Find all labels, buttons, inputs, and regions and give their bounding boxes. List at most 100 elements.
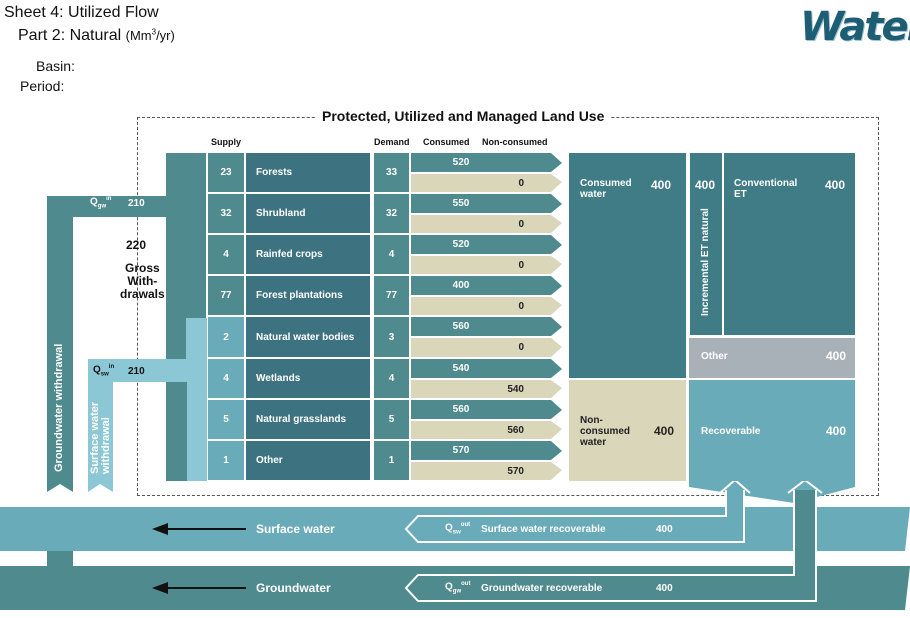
supply-cell: 4: [208, 359, 244, 398]
demand-cell: 77: [374, 276, 409, 315]
consumed-water-box: Consumed water 400: [569, 153, 686, 378]
supply-cell: 32: [208, 194, 244, 233]
consumed-arrow: [411, 359, 562, 398]
conventional-et-label: Conventional ET: [734, 178, 797, 200]
supply-cell: 2: [208, 317, 244, 357]
supply-cell: 1: [208, 441, 244, 480]
qgw-in-value: 210: [128, 198, 145, 209]
qgw-in-sub: gw: [97, 203, 107, 210]
sheet-title: Sheet 4: Utilized Flow: [4, 4, 159, 21]
supply-cell: 23: [208, 153, 244, 192]
recoverable-label: Recoverable: [701, 426, 761, 437]
demand-cell: 4: [374, 359, 409, 398]
supply-cell: 4: [208, 235, 244, 274]
supply-cell: 5: [208, 400, 244, 439]
incremental-et-box: 400 Incremental ET natural: [690, 153, 722, 335]
qsw-out-sup: out: [460, 522, 471, 528]
non-consumed-value: 560: [507, 425, 524, 436]
land-use-category: Other: [246, 441, 370, 480]
conventional-et-value: 400: [825, 178, 846, 192]
unit-label: (Mm3/yr): [126, 28, 175, 43]
gw-recoverable-label: Groundwater recoverable: [481, 583, 603, 594]
consumed-value: 520: [452, 157, 470, 168]
demand-cell: 5: [374, 400, 409, 439]
groundwater-withdrawal-label: Groundwater withdrawal: [53, 343, 65, 472]
land-use-category: Forests: [246, 153, 370, 192]
gross-label-line3: drawals: [120, 287, 165, 301]
unit-sup: 3: [151, 27, 157, 37]
sw-recoverable-label: Surface water recoverable: [481, 524, 606, 535]
col-supply: Supply: [211, 137, 242, 147]
non-consumed-line3: water: [580, 437, 607, 448]
surface-water-label: Surface water: [256, 522, 335, 536]
consumed-water-line2: water: [580, 189, 607, 200]
qsw-out-sub: sw: [452, 529, 461, 536]
non-consumed-water-box: Non- consumed water 400: [569, 380, 686, 481]
conventional-et-box: Conventional ET 400: [724, 153, 855, 335]
qgw-in-label: Qgwin: [90, 196, 111, 209]
groundwater-label: Groundwater: [256, 581, 331, 595]
land-use-category: Forest plantations: [246, 276, 370, 315]
non-consumed-value: 0: [518, 178, 524, 189]
non-consumed-value: 0: [518, 219, 524, 230]
consumed-value: 550: [452, 198, 470, 209]
incremental-et-label: Incremental ET natural: [700, 208, 711, 316]
non-consumed-line2: consumed: [580, 426, 631, 437]
other-box: Other 400: [689, 338, 855, 378]
consumed-arrow: [411, 153, 562, 192]
col-demand: Demand: [374, 137, 410, 147]
consumed-value: 570: [452, 445, 470, 456]
recoverable-value: 400: [826, 424, 847, 438]
land-use-category: Rainfed crops: [246, 235, 370, 274]
gw-recoverable-value: 400: [656, 583, 673, 594]
qsw-in-sup: in: [108, 364, 115, 370]
sw-recoverable-value: 400: [656, 524, 673, 535]
qsw-in-q: Q: [93, 364, 101, 376]
period-label: Period:: [20, 78, 65, 94]
qsw-out-label: Qswout: [445, 522, 470, 535]
consumed-water-value: 400: [651, 178, 672, 192]
col-non-consumed: Non-consumed: [482, 137, 548, 147]
qsw-in-label: Qswin: [93, 364, 114, 377]
recoverable-box: Recoverable 400: [689, 380, 855, 481]
unit-prefix: (Mm: [125, 28, 152, 43]
qgw-out-label: Qgwout: [445, 581, 470, 594]
demand-cell: 32: [374, 194, 409, 233]
part-title: Part 2: Natural (Mm3/yr): [18, 27, 175, 45]
demand-cell: 3: [374, 317, 409, 357]
incremental-et-value: 400: [695, 178, 716, 192]
qsw-out-q: Q: [445, 522, 453, 534]
non-consumed-value: 570: [507, 466, 524, 477]
non-consumed-value: 0: [518, 342, 524, 353]
demand-cell: 4: [374, 235, 409, 274]
consumed-arrow: [411, 235, 562, 274]
demand-cell: 1: [374, 441, 409, 480]
qgw-out-sup: out: [461, 581, 471, 587]
consumed-value: 560: [452, 404, 470, 415]
consumed-arrow: [411, 194, 562, 233]
surface-water-withdrawal-label: Surface water withdrawal: [89, 402, 112, 474]
non-consumed-water-value: 400: [654, 424, 675, 438]
qgw-in-q: Q: [90, 196, 98, 208]
gross-withdrawals-label: Gross With- drawals: [120, 262, 165, 301]
consumed-water-label: Consumed water: [580, 178, 632, 200]
gross-withdrawals-value: 220: [126, 238, 147, 252]
non-consumed-value: 0: [518, 301, 524, 312]
non-consumed-value: 0: [518, 260, 524, 271]
consumed-value: 520: [452, 239, 470, 250]
consumed-value: 560: [452, 321, 470, 332]
part-title-text: Part 2: Natural: [18, 27, 122, 44]
consumed-value: 400: [452, 280, 470, 291]
qsw-in-value: 210: [128, 366, 145, 377]
qgw-out-sub: gw: [452, 588, 462, 595]
section-title: Protected, Utilized and Managed Land Use: [316, 108, 611, 124]
non-consumed-line1: Non-: [580, 415, 603, 426]
water-logo: Water: [800, 4, 910, 50]
consumed-arrow: [411, 276, 562, 315]
other-value: 400: [826, 349, 847, 363]
qgw-out-q: Q: [445, 581, 453, 593]
gross-label-line2: With-: [127, 274, 158, 288]
other-label: Other: [701, 351, 728, 362]
non-consumed-value: 540: [507, 384, 524, 395]
